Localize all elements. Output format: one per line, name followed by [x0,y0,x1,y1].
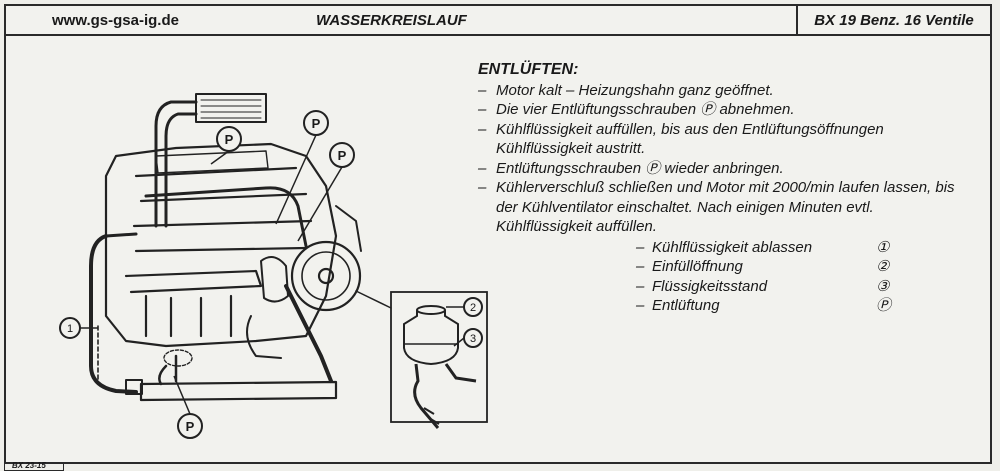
step-3: –Kühlflüssigkeit auffüllen, bis aus den … [478,120,884,158]
step-2: –Die vier Entlüftungsschrauben Ⓟ abnehme… [478,101,795,118]
expansion-tank-detail [390,291,488,429]
step-1: –Motor kalt – Heizungshahn ganz geöffnet… [478,81,774,99]
legend-symbol: Ⓟ [876,297,892,314]
cooling-system-diagram: P P P P 1 2 3 [59,93,488,439]
legend-item: – Flüssigkeitsstand ③ [636,277,958,297]
step-4: –Entlüftungsschrauben Ⓟ wieder anbringen… [478,159,784,177]
legend-item: – Entlüftung Ⓟ [636,296,958,316]
legend-symbol: ③ [876,277,890,295]
pump-hose [284,284,333,383]
bleed-label-3: P [338,148,347,163]
filler-label: 2 [470,302,476,314]
step-5: –Kühlerverschluß schließen und Motor mit… [478,179,955,235]
drain-label: 1 [67,323,73,335]
legend-item: – Einfüllöffnung ② [636,257,958,277]
model-label: BX 19 Benz. 16 Ventile [796,6,990,34]
bleed-label-4: P [186,419,195,434]
manual-page: www.gs-gsa-ig.de WASSERKREISLAUF BX 19 B… [4,4,992,464]
section-title: ENTLÜFTEN: [478,61,579,78]
page-header: www.gs-gsa-ig.de WASSERKREISLAUF BX 19 B… [6,6,990,36]
top-hose [144,186,308,248]
legend-symbol: ① [876,238,890,256]
lower-left-hose [89,234,138,394]
bleed-label-2: P [312,116,321,131]
legend-item: – Kühlflüssigkeit ablassen ① [636,238,958,258]
heater-core [195,93,267,123]
website-url: www.gs-gsa-ig.de [52,11,179,29]
level-label: 3 [470,333,476,345]
engine-block [104,142,338,348]
legend-symbol: ② [876,258,890,275]
legend: – Kühlflüssigkeit ablassen ① – Einfüllöf… [636,238,958,316]
bottom-pipe [139,380,338,402]
heater-hose [154,100,198,228]
bleed-label-1: P [225,132,234,147]
instructions: ENTLÜFTEN: –Motor kalt – Heizungshahn ga… [478,60,958,316]
pump-pulley [290,240,362,312]
page-title: WASSERKREISLAUF [316,11,467,29]
page-code: BX 23-15 [4,462,64,471]
